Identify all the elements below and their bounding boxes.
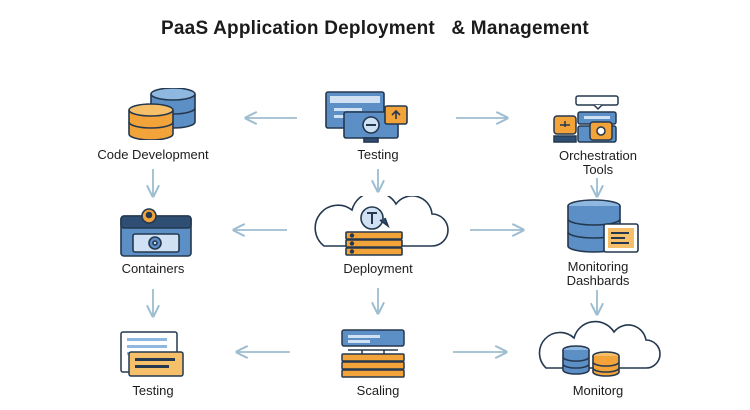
- node-code-development: Code Development: [63, 88, 243, 162]
- node-label-line1: Monitoring: [567, 259, 629, 274]
- node-containers: Containers: [63, 206, 243, 276]
- node-label: Testing: [357, 147, 399, 162]
- scaling-icon: [341, 329, 405, 378]
- cloud-deploy-icon: [314, 196, 449, 256]
- node-monitorg: Monitorg: [508, 320, 688, 398]
- monitor-icon: [325, 91, 408, 143]
- node-deployment: Deployment: [288, 196, 468, 276]
- diagram-title: PaaS Application Deployment & Management: [161, 18, 589, 39]
- node-label-line2: Tools: [582, 162, 614, 177]
- node-label: Monitoring Dashbards: [508, 260, 688, 288]
- database-icon: [128, 88, 196, 140]
- node-monitoring-dashboards: Monitoring Dashbards: [508, 198, 688, 288]
- cloud-database-icon: [538, 320, 661, 377]
- node-label: Monitorg: [572, 383, 624, 398]
- node-orchestration: Orchestration Tools: [508, 92, 688, 177]
- node-label-line2: Dashbards: [566, 273, 630, 288]
- node-testing-top: Testing: [288, 88, 468, 162]
- documents-icon: [120, 331, 184, 377]
- node-label: Containers: [121, 261, 185, 276]
- node-label: Orchestration Tools: [508, 149, 688, 177]
- node-testing-bottom: Testing: [63, 328, 243, 398]
- node-label: Testing: [132, 383, 174, 398]
- server-dashboard-icon: [567, 199, 639, 253]
- container-icon: [120, 208, 192, 257]
- node-label: Deployment: [343, 261, 413, 276]
- node-label: Scaling: [356, 383, 400, 398]
- orchestration-icon: [553, 95, 619, 143]
- node-label-line1: Orchestration: [558, 148, 638, 163]
- node-scaling: Scaling: [288, 328, 468, 398]
- node-label: Code Development: [97, 147, 209, 162]
